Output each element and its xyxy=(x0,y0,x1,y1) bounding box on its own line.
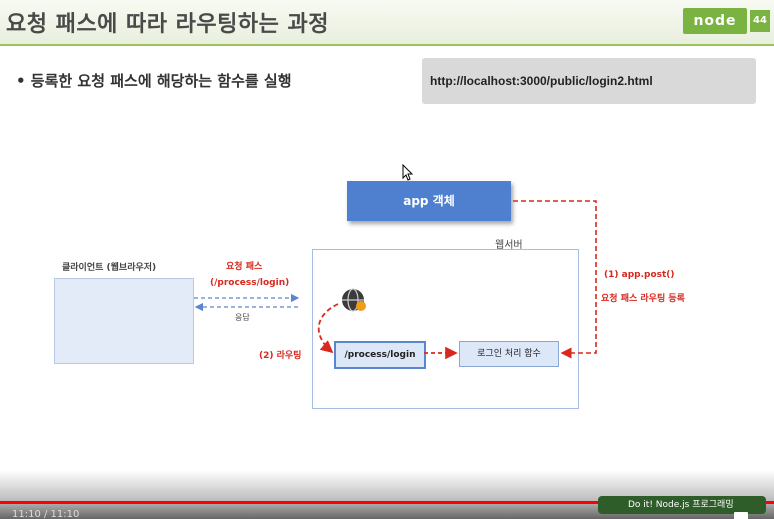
page-number: 44 xyxy=(750,10,770,32)
captions-icon[interactable] xyxy=(734,512,748,519)
url-box xyxy=(422,58,756,104)
route-register-label: 요청 패스 라우팅 등록 xyxy=(601,294,685,304)
register-arrow xyxy=(513,200,597,359)
express-globe-icon xyxy=(342,288,366,312)
request-path-label: 요청 패스 xyxy=(226,262,263,272)
routing-label: (2) 라우팅 xyxy=(259,351,302,361)
node-logo: node xyxy=(683,8,747,34)
book-banner[interactable]: Do it! Node.js 프로그래밍 xyxy=(598,496,766,514)
bullet-text: • 등록한 요청 패스에 해당하는 함수를 실행 xyxy=(16,72,292,90)
process-login-box: /process/login xyxy=(334,341,426,369)
title-bar: 요청 패스에 따라 라우팅하는 과정 node 44 xyxy=(0,0,774,46)
video-progress-bar[interactable] xyxy=(0,501,774,504)
video-time: 11:10 / 11:10 xyxy=(12,509,80,519)
request-path-value: (/process/login) xyxy=(210,278,290,288)
video-progress-fill xyxy=(0,501,774,504)
client-label: 클라이언트 (웹브라우저) xyxy=(62,263,157,273)
app-object-box: app 객체 xyxy=(347,181,511,221)
routing-arrow xyxy=(317,303,339,354)
client-box xyxy=(54,278,194,364)
webserver-box xyxy=(312,249,579,409)
webserver-label: 웹서버 xyxy=(495,240,523,251)
login-handler-box: 로그인 처리 함수 xyxy=(459,341,559,367)
response-label: 응답 xyxy=(235,313,250,322)
app-post-label: (1) app.post() xyxy=(604,270,675,280)
mouse-cursor-icon xyxy=(402,164,414,181)
slide-title: 요청 패스에 따라 라우팅하는 과정 xyxy=(6,12,329,37)
url-text: http://localhost:3000/public/login2.html xyxy=(430,74,653,88)
